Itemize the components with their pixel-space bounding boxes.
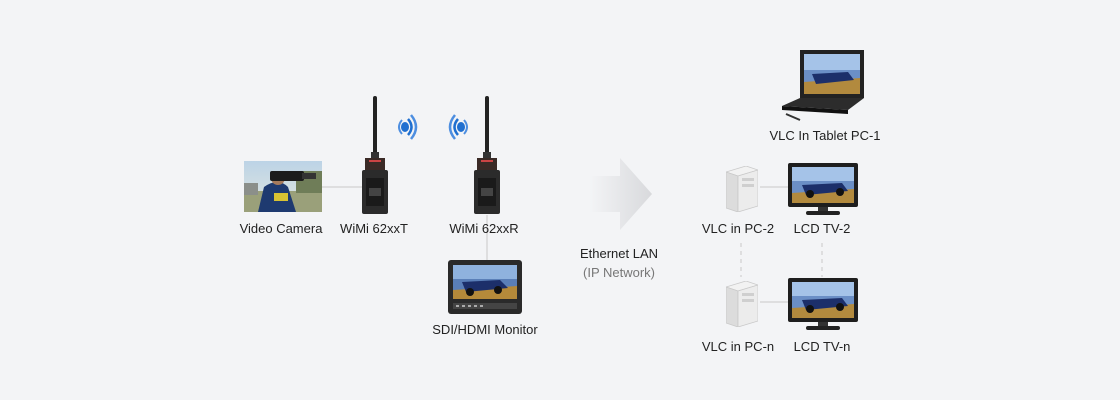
receiver-device bbox=[474, 96, 500, 214]
lcd-tv-n-device bbox=[788, 278, 858, 330]
tablet-pc-device bbox=[782, 50, 864, 121]
network-label: Ethernet LAN bbox=[579, 246, 659, 261]
video-camera-label: Video Camera bbox=[239, 221, 323, 236]
pc-2-tower bbox=[726, 166, 758, 212]
network-sub-label: (IP Network) bbox=[583, 265, 655, 280]
pc-n-tower bbox=[726, 281, 758, 327]
video-camera-image bbox=[244, 161, 322, 212]
pc2-label: VLC in PC-2 bbox=[701, 221, 775, 236]
wifi-signal-icon bbox=[398, 114, 418, 140]
tvn-label: LCD TV-n bbox=[793, 339, 851, 354]
lcd-tv-2-device bbox=[788, 163, 858, 215]
tv2-label: LCD TV-2 bbox=[793, 221, 851, 236]
receiver-label: WiMi 62xxR bbox=[449, 221, 519, 236]
transmitter-label: WiMi 62xxT bbox=[340, 221, 408, 236]
pcn-label: VLC in PC-n bbox=[701, 339, 775, 354]
transmitter-device bbox=[362, 96, 388, 214]
sdi-hdmi-monitor-device bbox=[448, 260, 522, 314]
monitor-label: SDI/HDMI Monitor bbox=[432, 322, 538, 337]
network-arrow bbox=[590, 158, 652, 230]
wifi-signal-receive-icon bbox=[448, 114, 468, 140]
tablet-label: VLC In Tablet PC-1 bbox=[769, 128, 881, 143]
